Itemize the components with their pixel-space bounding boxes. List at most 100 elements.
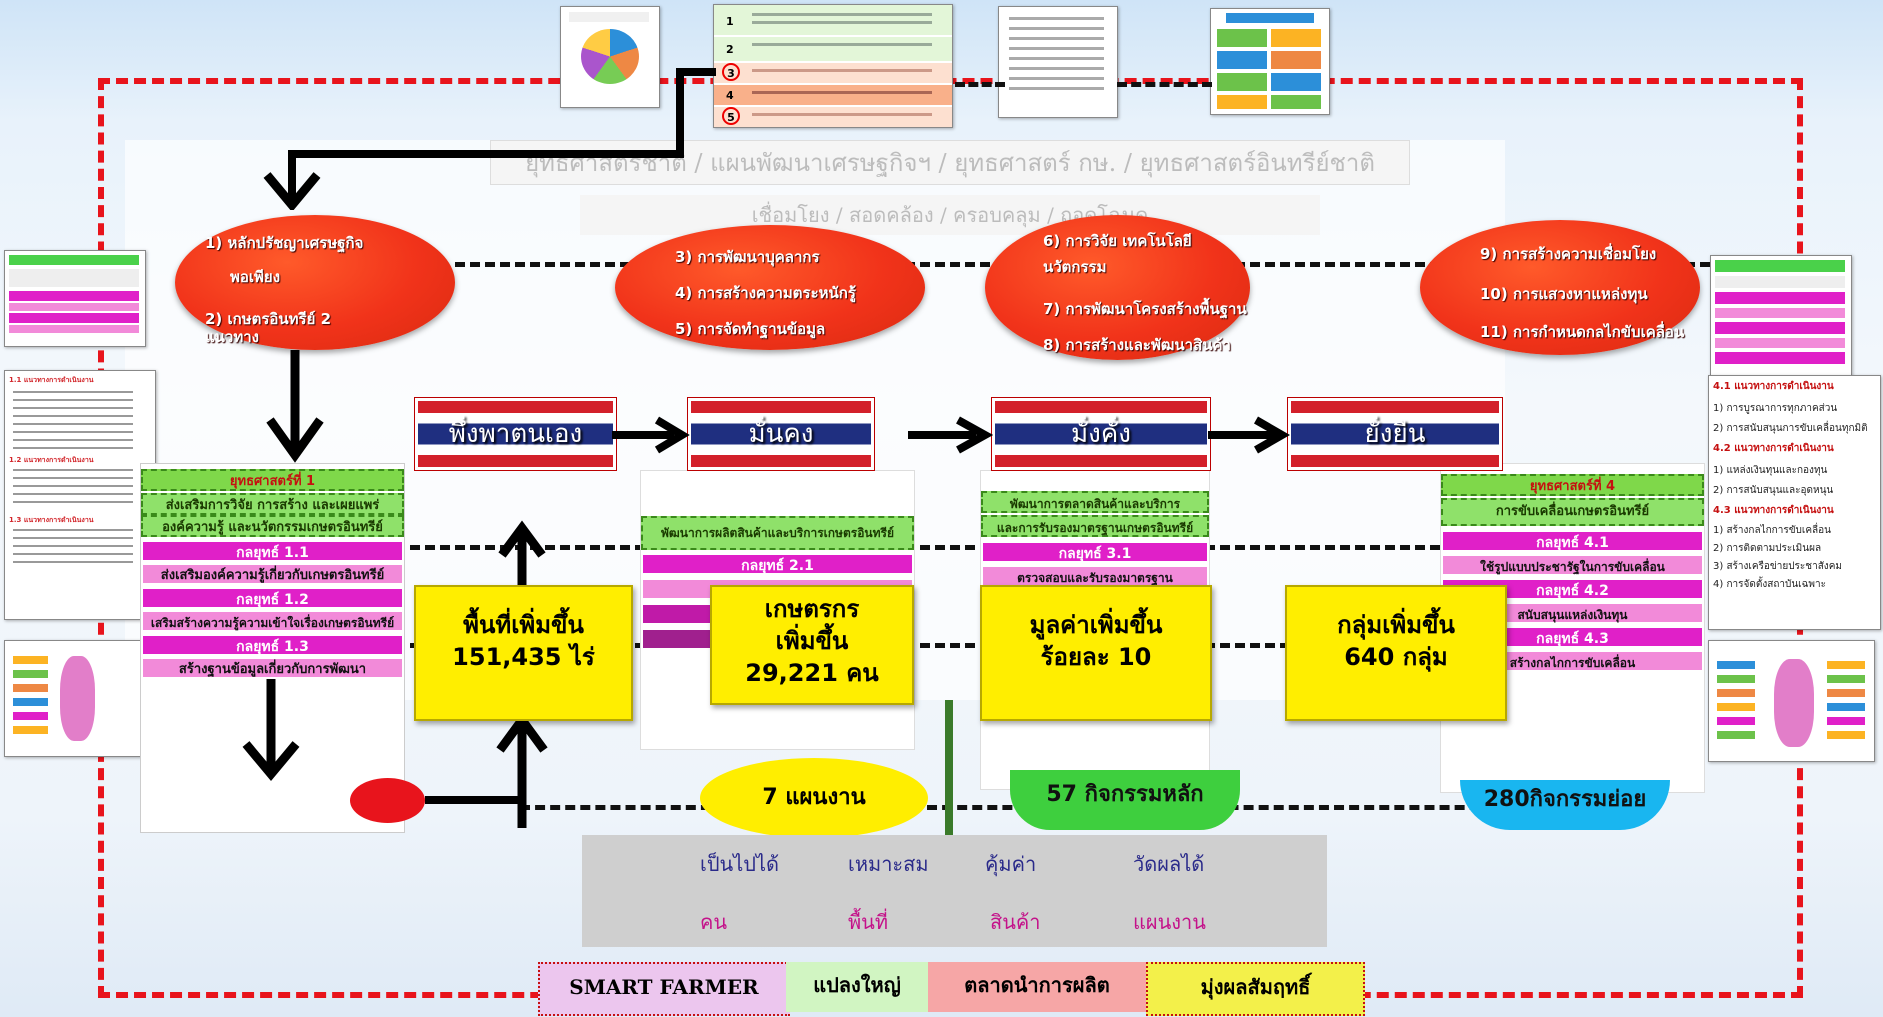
oval-2-line-1: 3) การพัฒนาบุคลากร xyxy=(675,248,820,266)
header-faint-2: เชื่อมโยง / สอดคล้อง / ครอบคลุม / ถอดโฉน… xyxy=(580,195,1320,235)
oval-1-line-2: พอเพียง xyxy=(230,268,281,286)
strategy-1-panel: ยุทธศาสตร์ที่ 1 ส่งเสริมการวิจัย การสร้า… xyxy=(140,463,405,833)
thumbnail-text-card xyxy=(998,6,1118,118)
target-groups-line-2: 640 กลุ่ม xyxy=(1344,643,1448,671)
left-strategy-thumbnail xyxy=(4,250,146,347)
tag-market-led: ตลาดนำการผลิต xyxy=(928,962,1146,1012)
number-5: 5 xyxy=(722,107,740,125)
principle-oval-1: 1) หลักปรัชญาเศรษฐกิจ พอเพียง 2) เกษตรอิ… xyxy=(175,215,455,350)
criteria-box xyxy=(582,835,1327,947)
strategy-1-head: ยุทธศาสตร์ที่ 1 xyxy=(141,469,404,491)
flag-self-reliance: พึ่งพาตนเอง xyxy=(415,398,616,470)
target-value-line-2: ร้อยละ 10 xyxy=(1040,643,1152,671)
right-guideline-item-8: 4) การจัดตั้งสถาบันเฉพาะ xyxy=(1713,579,1826,590)
strategy-1-3: กลยุทธ์ 1.3 xyxy=(141,634,404,656)
criteria-area: พื้นที่ xyxy=(848,910,889,934)
oval-3-line-1: 6) การวิจัย เทคโนโลยี xyxy=(1043,232,1192,250)
oval-4-line-2: 10) การแสวงหาแหล่งทุน xyxy=(1480,285,1648,303)
criteria-plan: แผนงาน xyxy=(1133,910,1206,934)
right-guideline-item-6: 2) การติดตามประเมินผล xyxy=(1713,543,1822,554)
oval-4-line-3: 11) การกำหนดกลไกขับเคลื่อน xyxy=(1480,323,1685,341)
left-guideline-title-2: 1.2 แนวทางการดำเนินงาน xyxy=(9,456,94,464)
right-guideline-title-1: 4.1 แนวทางการดำเนินงาน xyxy=(1713,381,1834,392)
right-guideline-item-7: 3) สร้างเครือข่ายประชาสังคม xyxy=(1713,561,1842,572)
connector-down xyxy=(288,150,296,200)
strategy-2-1: กลยุทธ์ 2.1 xyxy=(641,553,914,575)
header-faint-1: ยุทธศาสตร์ชาติ / แผนพัฒนาเศรษฐกิจฯ / ยุท… xyxy=(490,140,1410,185)
tree-trunk xyxy=(945,700,953,835)
principle-oval-3: 6) การวิจัย เทคโนโลยี นวัตกรรม 7) การพัฒ… xyxy=(985,215,1250,360)
oval-2-line-3: 5) การจัดทำฐานข้อมูล xyxy=(675,320,826,338)
arrow-down-icon xyxy=(266,350,324,463)
strategy-3-desc-1: พัฒนาการตลาดสินค้าและบริการ xyxy=(981,491,1209,513)
strategy-1-2-desc: เสริมสร้างความรู้ความเข้าใจเรื่องเกษตรอิ… xyxy=(141,610,404,632)
number-3: 3 xyxy=(722,63,740,81)
strategy-3-desc-2: และการรับรองมาตรฐานเกษตรอินทรีย์ xyxy=(981,515,1209,537)
strategy-3-1-desc: ตรวจสอบและรับรองมาตรฐาน xyxy=(981,565,1209,587)
thumbnail-numbered-list: 1 2 3 4 5 xyxy=(713,4,953,128)
right-guideline-item-4: 2) การสนับสนุนและอุดหนุน xyxy=(1713,485,1834,496)
arrow-up-icon xyxy=(498,520,546,588)
criteria-measurable: วัดผลได้ xyxy=(1133,852,1205,876)
top-connector-2 xyxy=(1117,82,1212,87)
oval-1-line-4: แนวทาง xyxy=(205,328,259,346)
flag-security: มั่นคง xyxy=(688,398,874,470)
oval-4-line-1: 9) การสร้างความเชื่อมโยง xyxy=(1480,245,1657,263)
strategy-4-1-desc: ใช้รูปแบบประชารัฐในการขับเคลื่อน xyxy=(1441,554,1704,576)
right-guideline-title-2: 4.2 แนวทางการดำเนินงาน xyxy=(1713,443,1834,454)
criteria-possible: เป็นไปได้ xyxy=(700,852,780,876)
right-map-thumbnail xyxy=(1708,640,1875,762)
strategy-4-1: กลยุทธ์ 4.1 xyxy=(1441,530,1704,552)
connector-horizontal xyxy=(288,150,684,158)
main-activities-count: 57 กิจกรรมหลัก xyxy=(1010,770,1240,830)
strategy-4-desc: การขับเคลื่อนเกษตรอินทรีย์ xyxy=(1441,498,1704,526)
arrow-right-icon xyxy=(908,416,993,454)
oval-1-line-3: 2) เกษตรอินทรีย์ 2 xyxy=(205,310,332,328)
strategy-1-1-desc: ส่งเสริมองค์ความรู้เกี่ยวกับเกษตรอินทรีย… xyxy=(141,563,404,585)
strategy-1-2: กลยุทธ์ 1.2 xyxy=(141,587,404,609)
criteria-suitable: เหมาะสม xyxy=(848,852,929,876)
connector-bottom xyxy=(425,796,525,804)
strategy-1-desc-1: ส่งเสริมการวิจัย การสร้าง และเผยแพร่ xyxy=(141,493,404,515)
strategy-3-1: กลยุทธ์ 3.1 xyxy=(981,541,1209,563)
arrow-down-icon xyxy=(242,679,300,782)
strategy-1-desc-2: องค์ความรู้ และนวัตกรรมเกษตรอินทรีย์ xyxy=(141,515,404,537)
target-farmers-line-1: เกษตรกร xyxy=(764,595,860,623)
tag-smart-farmer: SMART FARMER xyxy=(538,962,790,1016)
dash-line-mid xyxy=(410,545,1440,550)
strategy-1-3-desc: สร้างฐานข้อมูลเกี่ยวกับการพัฒนา xyxy=(141,657,404,679)
left-guideline-title-3: 1.3 แนวทางการดำเนินงาน xyxy=(9,516,94,524)
left-map-thumbnail xyxy=(4,640,146,757)
strategy-2-desc: พัฒนาการผลิตสินค้าและบริการเกษตรอินทรีย์ xyxy=(641,516,914,550)
red-ellipse-bottom xyxy=(350,778,425,823)
right-guideline-item-2: 2) การสนับสนุนการขับเคลื่อนทุกมิติ xyxy=(1713,423,1868,434)
target-area-line-2: 151,435 ไร่ xyxy=(452,643,595,671)
left-guideline-title-1: 1.1 แนวทางการดำเนินงาน xyxy=(9,376,94,384)
right-guideline-panel: 4.1 แนวทางการดำเนินงาน 1) การบูรณาการทุก… xyxy=(1708,375,1881,630)
target-value-line-1: มูลค่าเพิ่มขึ้น xyxy=(1029,611,1163,639)
number-1: 1 xyxy=(726,15,734,28)
oval-3-line-3: 7) การพัฒนาโครงสร้างพื้นฐาน xyxy=(1043,300,1247,318)
right-guideline-item-5: 1) สร้างกลไกการขับเคลื่อน xyxy=(1713,525,1831,536)
target-farmers-line-3: 29,221 คน xyxy=(745,659,879,687)
principle-oval-4: 9) การสร้างความเชื่อมโยง 10) การแสวงหาแห… xyxy=(1420,220,1700,355)
top-connector-1 xyxy=(955,82,1005,87)
connector-top xyxy=(680,68,716,76)
number-2: 2 xyxy=(726,43,734,56)
target-area-line-1: พื้นที่เพิ่มขึ้น xyxy=(463,611,584,639)
number-4: 4 xyxy=(726,89,734,102)
flag-sustainability: ยั่งยืน xyxy=(1288,398,1502,470)
connector-vertical xyxy=(676,68,684,158)
criteria-worthwhile: คุ้มค่า xyxy=(985,852,1037,876)
target-area: พื้นที่เพิ่มขึ้น 151,435 ไร่ xyxy=(414,585,633,721)
right-guideline-item-3: 1) แหล่งเงินทุนและกองทุน xyxy=(1713,465,1828,476)
strategy-4-head: ยุทธศาสตร์ที่ 4 xyxy=(1441,474,1704,496)
thumbnail-strategy-map xyxy=(560,6,660,108)
dash-line-low xyxy=(410,643,1440,648)
target-farmers: เกษตรกร เพิ่มขึ้น 29,221 คน xyxy=(710,585,914,705)
arrow-right-icon xyxy=(1208,416,1290,454)
target-groups-line-1: กลุ่มเพิ่มขึ้น xyxy=(1337,611,1455,639)
right-strategy-thumbnail xyxy=(1710,255,1852,377)
principle-oval-2: 3) การพัฒนาบุคลากร 4) การสร้างความตระหนั… xyxy=(615,225,925,350)
target-groups: กลุ่มเพิ่มขึ้น 640 กลุ่ม xyxy=(1285,585,1507,721)
